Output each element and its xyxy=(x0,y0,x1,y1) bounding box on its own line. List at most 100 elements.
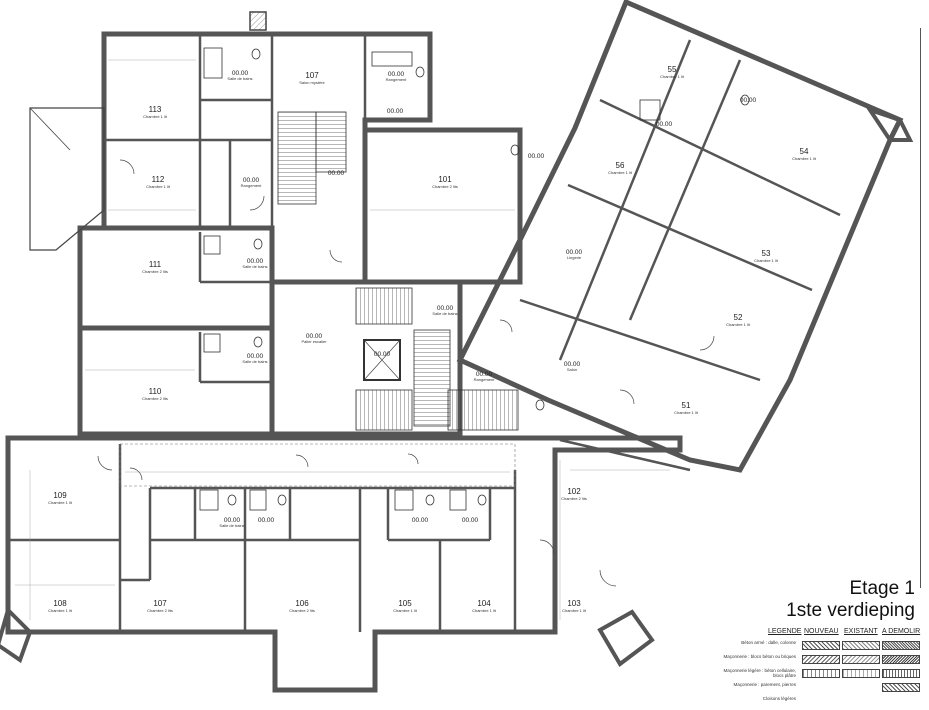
room-105-type: Chambre 1 lit xyxy=(393,608,418,613)
room-109-number: 109 xyxy=(53,491,67,500)
service-label: 00.00 xyxy=(566,249,583,256)
room-56-number: 56 xyxy=(616,161,625,170)
room-103-number: 103 xyxy=(567,599,581,608)
legend-swatch-new xyxy=(802,641,840,650)
legend-swatch-existing xyxy=(842,669,880,678)
service-label: 00.00 xyxy=(528,153,545,160)
legend-row-label: Maçonnerie légère : béton cellulaire, bl… xyxy=(723,668,796,678)
room-104-type: Chambre 1 lit xyxy=(472,608,497,613)
service-label: 00.00 xyxy=(224,517,241,524)
service-label-type: Salle de bains xyxy=(242,359,267,364)
room-104-number: 104 xyxy=(477,599,491,608)
stair-north xyxy=(277,111,317,205)
room-51-type: Chambre 1 lit xyxy=(674,410,699,415)
legend-swatch-existing xyxy=(842,641,880,650)
room-52-number: 52 xyxy=(734,313,743,322)
room-101-type: Chambre 2 lits xyxy=(432,184,458,189)
room-55-type: Chambre 1 lit xyxy=(660,74,685,79)
legend-header: LEGENDE xyxy=(768,628,802,635)
legend-swatch-new xyxy=(802,655,840,664)
room-53-type: Chambre 1 lit xyxy=(754,258,779,263)
service-label: 00.00 xyxy=(374,351,391,358)
service-label: 00.00 xyxy=(306,333,323,340)
service-label-type: Rangement xyxy=(241,183,263,188)
legend-row: Béton armé : dalle, colonne xyxy=(718,640,924,654)
legend-row: Maçonnerie : blocs béton ou briques xyxy=(718,654,924,668)
dimension-lines xyxy=(15,59,670,620)
room-107-type: Chambre 2 lits xyxy=(147,608,173,613)
service-label-type: Salle de bains xyxy=(219,523,244,528)
floor-title: Etage 1 xyxy=(849,578,916,599)
room-102-number: 102 xyxy=(567,487,581,496)
room-51-number: 51 xyxy=(682,401,691,410)
stair-central-2 xyxy=(413,329,451,427)
legend-col-demolish: A DEMOLIR xyxy=(882,628,921,635)
service-label: 00.00 xyxy=(476,371,493,378)
service-label: 00.00 xyxy=(462,517,479,524)
bay-window-right xyxy=(597,609,655,667)
room-54-type: Chambre 1 lit xyxy=(792,156,817,161)
legend-row-label: Maçonnerie : parement, pierres xyxy=(733,682,796,687)
chimney xyxy=(249,11,267,31)
room-labels: 113 Chambre 1 lit 112 Chambre 1 lit 107 … xyxy=(48,65,817,613)
service-labels: 00.00 Salle de bains 00.00 Rangement 00.… xyxy=(219,70,756,528)
service-label: 00.00 xyxy=(258,517,275,524)
room-111-type: Chambre 2 lits xyxy=(142,269,168,274)
room-53-number: 53 xyxy=(762,249,771,258)
corridor xyxy=(119,443,516,487)
stair-central-3 xyxy=(355,389,413,431)
service-label: 00.00 xyxy=(328,170,345,177)
service-label: 00.00 xyxy=(656,121,673,128)
legend-row: Maçonnerie : parement, pierres xyxy=(718,682,924,696)
stair-north-2 xyxy=(315,111,347,173)
legend-swatch-demolish xyxy=(882,669,920,678)
room-107u-number: 107 xyxy=(305,71,319,80)
service-label: 00.00 xyxy=(564,361,581,368)
legend-row-label: Cloisons légères xyxy=(762,696,796,701)
service-label: 00.00 xyxy=(387,108,404,115)
service-label: 00.00 xyxy=(740,97,757,104)
service-label: 00.00 xyxy=(232,70,249,77)
bay-window-left xyxy=(0,606,33,664)
interior-walls xyxy=(8,34,841,632)
walls xyxy=(5,0,904,693)
room-106-type: Chambre 2 lits xyxy=(289,608,315,613)
room-109-type: Chambre 1 lit xyxy=(48,500,73,505)
service-label: 00.00 xyxy=(412,517,429,524)
legend-col-existing: EXISTANT xyxy=(844,628,878,635)
legend-row: Maçonnerie légère : béton cellulaire, bl… xyxy=(718,668,924,682)
door-swings xyxy=(97,159,715,587)
room-113-number: 113 xyxy=(149,105,162,114)
room-107-number: 107 xyxy=(153,599,167,608)
room-56-type: Chambre 1 lit xyxy=(608,170,633,175)
room-107u-type: Salon mystère xyxy=(299,80,325,85)
legend-swatch-demolish xyxy=(882,641,920,650)
legend-row-label: Béton armé : dalle, colonne xyxy=(741,640,796,645)
room-111-number: 111 xyxy=(149,260,162,269)
bath-fixtures xyxy=(199,47,750,511)
room-54-number: 54 xyxy=(800,147,809,156)
legend-swatch-new xyxy=(802,669,840,678)
room-112-type: Chambre 1 lit xyxy=(146,184,171,189)
bay-window-east xyxy=(865,106,914,142)
service-label: 00.00 xyxy=(437,305,454,312)
service-label-type: Salle de bains xyxy=(432,311,457,316)
service-label: 00.00 xyxy=(243,177,260,184)
legend-row-label: Maçonnerie : blocs béton ou briques xyxy=(723,654,796,659)
legend: LEGENDE NOUVEAU EXISTANT A DEMOLIR Béton… xyxy=(718,628,924,708)
room-105-number: 105 xyxy=(398,599,412,608)
room-103-type: Chambre 1 lit xyxy=(562,608,587,613)
room-110-type: Chambre 2 lits xyxy=(142,396,168,401)
room-110-number: 110 xyxy=(149,387,162,396)
room-52-type: Chambre 1 lit xyxy=(726,322,751,327)
legend-row: Cloisons légères xyxy=(718,696,924,710)
service-label-type: Salle de bains xyxy=(242,264,267,269)
service-label: 00.00 xyxy=(247,258,264,265)
room-106-number: 106 xyxy=(295,599,309,608)
service-label-type: Palier escalier xyxy=(301,339,327,344)
service-label-type: Salon xyxy=(567,367,577,372)
legend-swatch-existing xyxy=(842,655,880,664)
service-label: 00.00 xyxy=(388,71,405,78)
service-label-type: Rangement xyxy=(474,377,496,382)
